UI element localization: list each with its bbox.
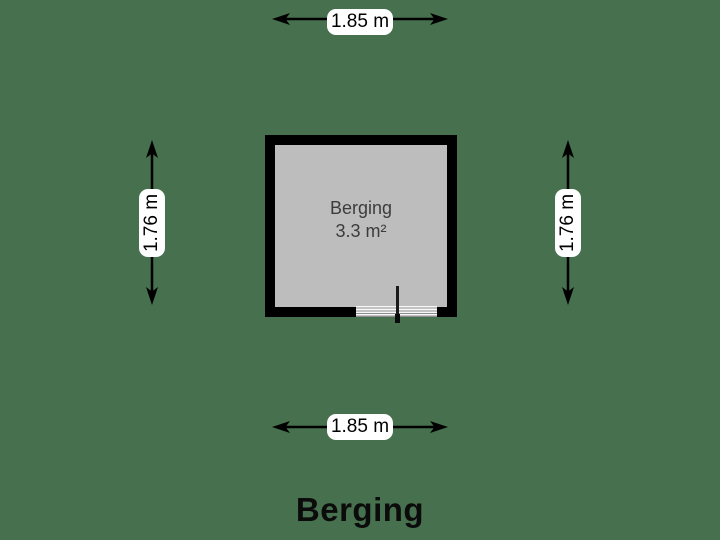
door-marker-line — [396, 286, 399, 317]
door-marker-nub — [395, 314, 400, 323]
page-title: Berging — [295, 491, 425, 528]
room-area: 3.3 m² — [335, 221, 387, 241]
dimension-label-bottom-text: 1.85 m — [330, 416, 390, 437]
dimension-label-left-text: 1.76 m — [141, 193, 162, 253]
room-floor — [275, 145, 447, 307]
dimension-label-top: 1.85 m — [327, 9, 393, 35]
room-label: Berging 3.3 m² — [265, 197, 457, 243]
dimension-label-left: 1.76 m — [139, 189, 165, 257]
dimension-label-right-text: 1.76 m — [557, 193, 578, 253]
dimension-label-right: 1.76 m — [555, 189, 581, 257]
dimension-label-top-text: 1.85 m — [330, 11, 390, 32]
room-walls — [265, 135, 457, 317]
dimension-label-bottom: 1.85 m — [327, 414, 393, 440]
room-name: Berging — [329, 198, 393, 218]
